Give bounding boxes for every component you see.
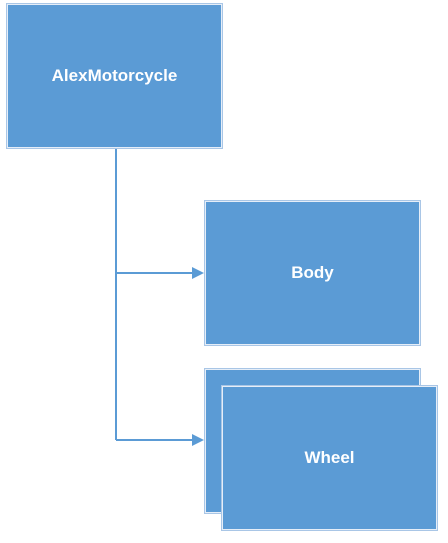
body-node-label: Body	[291, 263, 334, 282]
child-node-body[interactable]: Body	[205, 201, 420, 345]
arrowhead-body	[192, 267, 204, 279]
root-node-alexmotorcycle[interactable]: AlexMotorcycle	[7, 4, 222, 148]
wheel-node-label: Wheel	[304, 448, 355, 467]
child-node-wheel[interactable]: Wheel	[222, 386, 437, 530]
arrowhead-wheel	[192, 434, 204, 446]
root-node-label: AlexMotorcycle	[51, 66, 178, 85]
